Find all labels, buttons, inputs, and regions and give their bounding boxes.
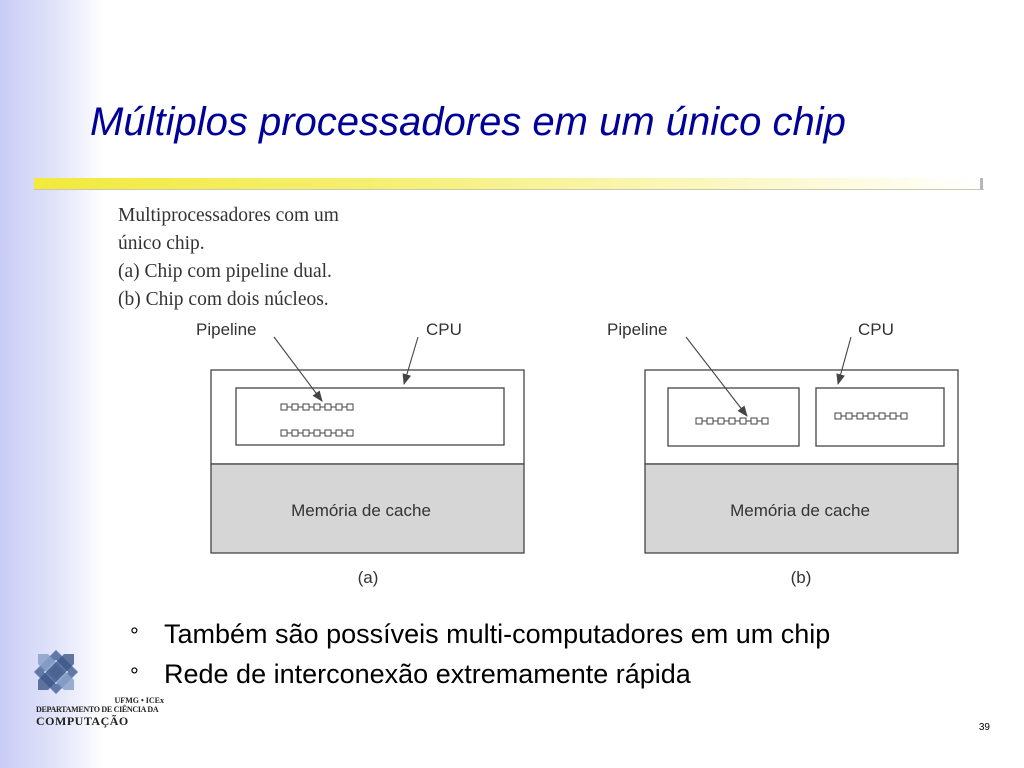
logo-line-1: UFMG • ICEx bbox=[114, 696, 164, 705]
core-box-b1 bbox=[667, 387, 800, 447]
page-number: 39 bbox=[978, 722, 990, 733]
pipeline-stage bbox=[335, 403, 343, 411]
diagram-b: Pipeline CPU Memória de cache (b) bbox=[607, 320, 959, 587]
sublabel-b: (b) bbox=[791, 568, 812, 587]
pipeline-stage bbox=[856, 412, 864, 420]
caption-line: (b) Chip com dois núcleos. bbox=[118, 289, 329, 310]
pipeline-stage bbox=[900, 412, 908, 420]
pipeline-stage bbox=[313, 429, 321, 437]
bullet-list: ° Também são possíveis multi-computadores… bbox=[130, 614, 830, 694]
bullet-text: Também são possíveis multi-computadores … bbox=[164, 619, 831, 649]
label-pipeline-b: Pipeline bbox=[607, 320, 668, 339]
label-pipeline-a: Pipeline bbox=[196, 320, 257, 339]
bullet-item: ° Também são possíveis multi-computadores… bbox=[130, 614, 830, 654]
figure-caption: Multiprocessadores com um único chip. (a… bbox=[118, 202, 339, 314]
bullet-text: Rede de interconexão extremamente rápida bbox=[164, 659, 691, 689]
pipeline-stage bbox=[706, 417, 714, 425]
pipeline-stage bbox=[291, 403, 299, 411]
label-cpu-b: CPU bbox=[858, 320, 894, 339]
pipeline-stage bbox=[346, 403, 354, 411]
caption-line: Multiprocessadores com um bbox=[118, 205, 339, 226]
cache-label-b: Memória de cache bbox=[730, 501, 870, 520]
pipeline-stage bbox=[834, 412, 842, 420]
pipeline-stage bbox=[750, 417, 758, 425]
bullet-mark: ° bbox=[130, 663, 139, 688]
slide-title: Múltiplos processadores em um único chip bbox=[90, 100, 846, 144]
cpu-box-a bbox=[235, 387, 505, 446]
pipeline-stage bbox=[280, 403, 288, 411]
pipeline-stage bbox=[739, 417, 747, 425]
pipeline-stage bbox=[867, 412, 875, 420]
caption-line: único chip. bbox=[118, 233, 205, 254]
cache-label-a: Memória de cache bbox=[291, 501, 431, 520]
pipeline-stage bbox=[889, 412, 897, 420]
pipeline-stage bbox=[291, 429, 299, 437]
arrow-pipeline-b bbox=[685, 336, 748, 417]
cache-block-a bbox=[210, 463, 525, 554]
pipeline-stage bbox=[728, 417, 736, 425]
pipeline-stage bbox=[324, 403, 332, 411]
arrow-cpu-b bbox=[836, 336, 852, 386]
pipelines-a bbox=[280, 403, 354, 437]
pipeline-stage bbox=[335, 429, 343, 437]
pipeline-stage bbox=[324, 429, 332, 437]
pipeline-stage bbox=[346, 429, 354, 437]
cache-block-b bbox=[644, 463, 959, 554]
pipeline-stage bbox=[313, 403, 321, 411]
left-gradient-band bbox=[0, 0, 104, 768]
pipeline-stage bbox=[761, 417, 769, 425]
arrow-cpu-a bbox=[402, 336, 419, 386]
pipeline-stage bbox=[717, 417, 725, 425]
caption-line: (a) Chip com pipeline dual. bbox=[118, 261, 332, 282]
logo-text: UFMG • ICEx DEPARTAMENTO DE CIÊNCIA DA C… bbox=[36, 696, 166, 729]
pipeline-stage bbox=[280, 429, 288, 437]
diagram-a: Pipeline CPU Memória de cache (a) bbox=[196, 320, 525, 587]
ufmg-logo-icon bbox=[34, 650, 78, 694]
logo-line-3: COMPUTAÇÃO bbox=[36, 714, 129, 728]
bullet-item: ° Rede de interconexão extremamente rápid… bbox=[130, 654, 830, 694]
title-underline-rule bbox=[34, 178, 984, 190]
pipeline-stage bbox=[302, 429, 310, 437]
arrow-pipeline-a bbox=[273, 336, 323, 402]
pipelines-b bbox=[695, 412, 908, 425]
label-cpu-a: CPU bbox=[426, 320, 462, 339]
bullet-mark: ° bbox=[130, 623, 139, 648]
pipeline-stage bbox=[695, 417, 703, 425]
sublabel-a: (a) bbox=[358, 568, 379, 587]
pipeline-stage bbox=[302, 403, 310, 411]
pipeline-stage bbox=[845, 412, 853, 420]
logo-line-2: DEPARTAMENTO DE CIÊNCIA DA bbox=[36, 705, 159, 714]
pipeline-stage bbox=[878, 412, 886, 420]
title-rule-end bbox=[980, 178, 983, 190]
